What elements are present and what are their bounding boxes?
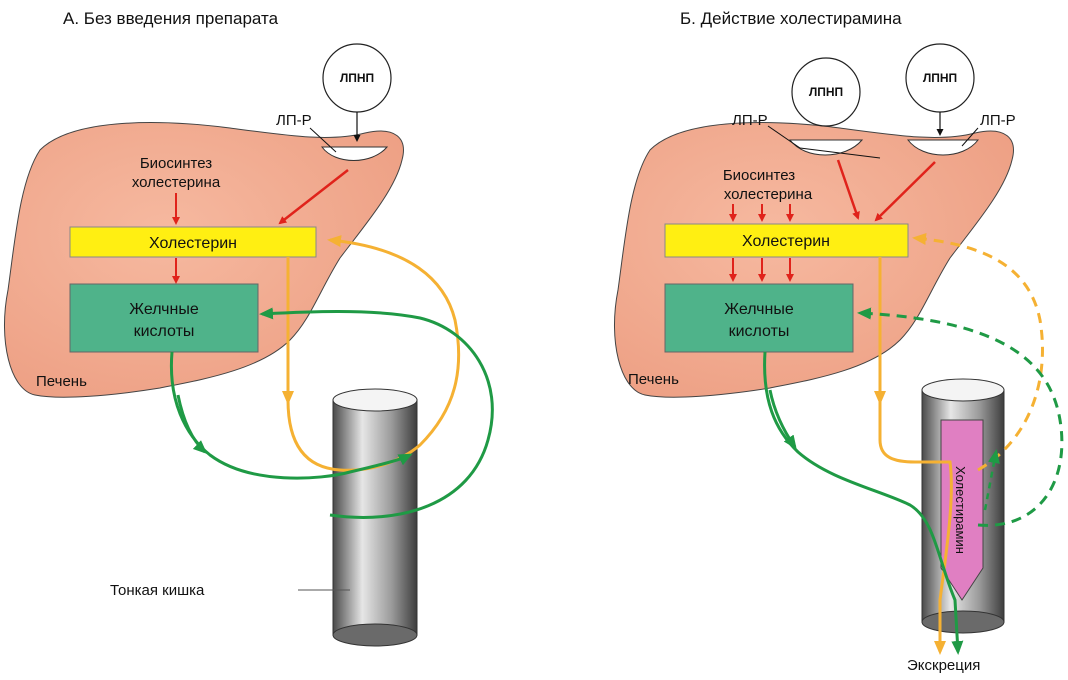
panel-a-green-return-path bbox=[259, 307, 494, 519]
panel-b-receptor-label-right: ЛП-Р bbox=[980, 112, 1016, 129]
panel-a-orange-path bbox=[286, 235, 461, 472]
panel-b-bile-line1: Желчные bbox=[724, 301, 794, 318]
panel-b-ldl-label-left: ЛПНП bbox=[809, 85, 843, 99]
panel-b-excretion-label: Экскреция bbox=[907, 657, 980, 674]
panel-a-biosynthesis-line1: Биосинтез bbox=[140, 155, 212, 172]
panel-b-green-mid-arrow bbox=[768, 389, 797, 450]
panel-a-bile-line1: Желчные bbox=[129, 301, 199, 318]
panel-b-receptor-label-left: ЛП-Р bbox=[732, 112, 768, 129]
panel-a-receptor-label: ЛП-Р bbox=[276, 112, 312, 129]
panel-b: Б. Действие холестирамина ЛПНП ЛПНП ЛП-Р… bbox=[613, 9, 1064, 674]
panel-b-green-excretion-path bbox=[763, 351, 964, 655]
panel-b-ldl-right-to-cholesterol-arrow bbox=[874, 161, 936, 222]
panel-a-cholesterol-box bbox=[69, 226, 317, 258]
panel-b-receptor-pointer-left bbox=[767, 125, 801, 149]
panel-b-bile-line2: кислоты bbox=[729, 323, 790, 340]
panel-a-ldl-label: ЛПНП bbox=[340, 71, 374, 85]
panel-b-ldl-receptor-left bbox=[788, 139, 864, 156]
panel-b-receptor-link-line bbox=[799, 147, 881, 159]
panel-a-title: А. Без введения препарата bbox=[63, 9, 279, 28]
panel-a-ldl-to-cholesterol-arrow bbox=[278, 169, 349, 225]
panel-b-green-return-dashed-path bbox=[857, 307, 1064, 527]
panel-a-green-path bbox=[169, 351, 413, 480]
panel-b-cholesterol-box bbox=[664, 223, 909, 258]
panel-b-ldl-circle-left bbox=[791, 57, 861, 127]
panel-a-green-mid-arrow bbox=[176, 394, 208, 455]
panel-b-biosynthesis-line2: холестерина bbox=[724, 186, 813, 203]
panel-a-bile-box bbox=[69, 283, 259, 353]
panel-a-bile-line2: кислоты bbox=[134, 323, 195, 340]
panel-b-orange-return-dashed-path bbox=[912, 233, 1044, 472]
panel-b-receptor-pointer-right bbox=[961, 127, 979, 147]
panel-b-ldl-left-to-cholesterol-arrow bbox=[836, 159, 860, 220]
panel-b-cholesterol-label: Холестерин bbox=[742, 233, 830, 250]
panel-a: А. Без введения препарата ЛПНП ЛП-Р Биос… bbox=[3, 9, 494, 647]
panel-b-green-up-dashed-arrow bbox=[983, 449, 1000, 511]
panel-b-bile-box bbox=[664, 283, 854, 353]
panel-a-receptor-pointer bbox=[309, 127, 337, 153]
panel-b-ldl-receptor-right bbox=[906, 139, 980, 156]
panel-b-cholestyramine-label: Холестирамин bbox=[953, 466, 968, 554]
panel-b-biosynthesis-line1: Биосинтез bbox=[723, 167, 795, 184]
panel-a-biosynthesis-line2: холестерина bbox=[132, 174, 221, 191]
panel-b-ldl-label-right: ЛПНП bbox=[923, 71, 957, 85]
panel-b-title: Б. Действие холестирамина bbox=[680, 9, 902, 28]
panel-b-liver bbox=[613, 122, 1014, 398]
panel-a-intestine-label: Тонкая кишка bbox=[110, 582, 205, 599]
panel-b-liver-label: Печень bbox=[628, 371, 679, 388]
panel-a-ldl-receptor bbox=[321, 146, 389, 161]
panel-a-liver-label: Печень bbox=[36, 373, 87, 390]
panel-a-cholesterol-label: Холестерин bbox=[149, 235, 237, 252]
